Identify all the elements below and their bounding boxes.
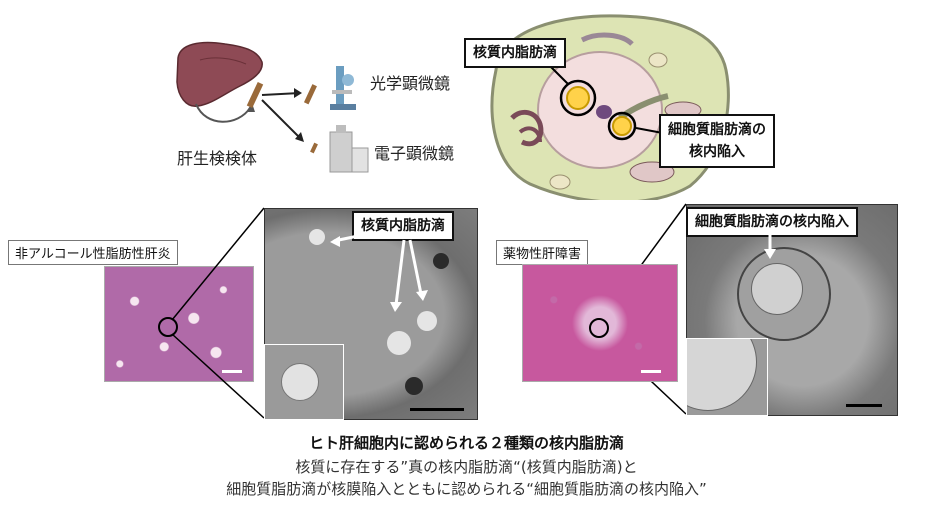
electron-microscope-icon (329, 125, 369, 173)
he-scale-bar-left (222, 370, 242, 373)
liver-biopsy-label: 肝生検検体 (177, 149, 258, 168)
dili-em-label: 細胞質脂肪滴の核内陥入 (686, 207, 858, 237)
optical-microscope-label: 光学顕微鏡 (370, 74, 451, 93)
dili-em-inset (686, 338, 768, 416)
liver-illustration (176, 41, 263, 107)
caption-line-2: 細胞質脂肪滴が核膜陥入とともに認められる“細胞質脂肪滴の核内陥入” (226, 480, 707, 498)
arrow-to-optical (261, 92, 301, 96)
biopsy-curve-arrow (195, 103, 251, 123)
cytoplasmic-invagination-label-top: 細胞質脂肪滴の 核内陥入 (659, 114, 775, 168)
dili-tag: 薬物性肝障害 (496, 240, 589, 265)
nash-tag: 非アルコール性脂肪性肝炎 (8, 240, 178, 265)
em-scale-bar-left (410, 408, 464, 411)
figure-title: ヒト肝細胞内に認められる２種類の核内脂肪滴 (308, 434, 624, 452)
cytoplasmic-lipid-droplet (612, 116, 632, 136)
he-scale-bar-right (641, 370, 661, 373)
optical-microscope-icon (330, 66, 356, 110)
nuclear-lipid-label-top: 核質内脂肪滴 (464, 38, 566, 68)
nash-em-label: 核質内脂肪滴 (352, 211, 454, 241)
arrow-to-electron (261, 99, 301, 139)
biopsy-core (246, 81, 264, 109)
nash-he-micrograph (104, 266, 254, 382)
electron-microscope-label: 電子顕微鏡 (374, 144, 455, 163)
em-scale-bar-right (846, 404, 882, 407)
nuclear-lipid-droplet (566, 86, 590, 110)
nash-em-inset (264, 344, 344, 420)
caption-line-1: 核質に存在する”真の核内脂肪滴“(核質内脂肪滴)と (295, 458, 638, 476)
